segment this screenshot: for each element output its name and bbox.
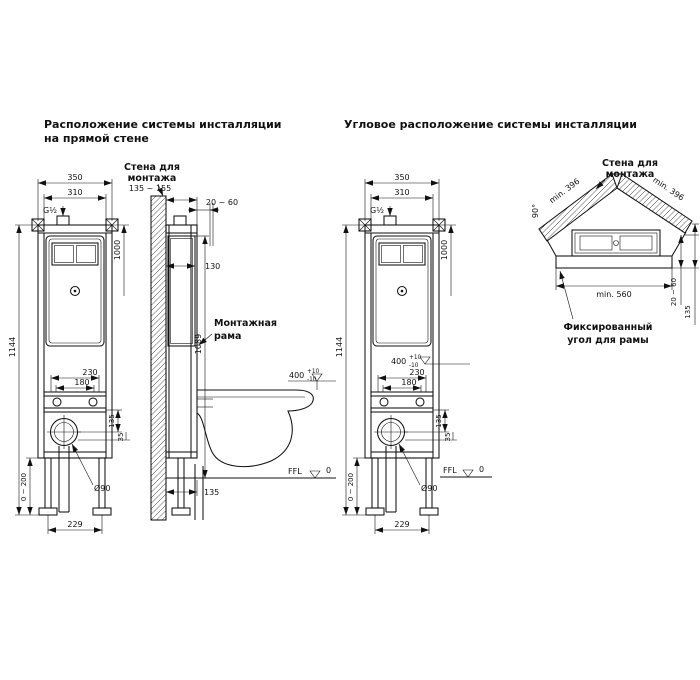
toilet-bowl <box>196 389 314 468</box>
frame-profile <box>165 215 198 516</box>
left-title-line1: Расположение системы инсталляции <box>44 118 282 131</box>
dim-min-560: min. 560 <box>596 290 631 299</box>
svg-text:FFL: FFL <box>443 466 457 475</box>
mounting-frame-label-line2: рама <box>214 331 241 342</box>
dim-130: 130 <box>205 262 220 271</box>
level-ffl-right: FFL 0 <box>440 465 492 478</box>
fixed-angle-label-line2: угол для рамы <box>567 335 649 346</box>
level-triangle-icon <box>311 373 323 382</box>
dim-135-155: 135 ~ 155 <box>129 184 171 193</box>
fixed-angle-label-line1: Фиксированный <box>564 322 653 333</box>
flush-outlet <box>69 285 81 297</box>
level-400: 400 +10 -10 <box>288 369 336 390</box>
mounting-frame-label-line1: Монтажная <box>214 318 277 329</box>
dim-310: 310 <box>67 188 82 197</box>
dim-229: 229 <box>67 520 82 529</box>
inlet-fitting <box>56 215 70 226</box>
left-title-line2: на прямой стене <box>44 132 149 145</box>
cistern-side <box>167 235 196 347</box>
label-drain-diameter: Ø90 <box>94 483 110 493</box>
level-triangle-icon <box>462 469 474 478</box>
svg-text:FFL: FFL <box>288 467 302 476</box>
dim-20-60: 20 ~ 60 <box>206 198 238 207</box>
mounting-frame <box>37 224 113 459</box>
svg-text:+10: +10 <box>409 355 422 361</box>
dim-135-corner: 135 <box>684 305 692 318</box>
corner-wall-label-line2: монтажа <box>606 169 655 180</box>
fixing-rails <box>43 391 107 413</box>
corner-cistern <box>571 229 661 257</box>
dim-35: 35 <box>117 433 125 442</box>
dim-135: 135 <box>108 414 116 427</box>
level-400-right: 400 +10 -10 <box>391 355 470 369</box>
cistern <box>45 235 105 347</box>
right-title: Угловое расположение системы инсталляции <box>344 118 637 131</box>
svg-text:0: 0 <box>479 465 484 474</box>
flush-window <box>51 242 99 266</box>
front-view-right <box>335 173 457 534</box>
dim-350: 350 <box>67 173 82 182</box>
level-triangle-icon <box>309 470 321 479</box>
svg-text:400: 400 <box>289 371 304 380</box>
dim-leg-range: 0 ~ 200 <box>20 473 28 501</box>
corner-frame-rail <box>555 255 673 269</box>
dim-20-60-corner: 20 ~ 60 <box>670 278 678 306</box>
dim-1000: 1000 <box>113 240 122 260</box>
svg-text:0: 0 <box>326 466 331 475</box>
dim-230: 230 <box>82 368 97 377</box>
front-view: 350 310 G½ <box>8 173 130 534</box>
dim-1089: 1089 <box>194 334 203 354</box>
svg-text:400: 400 <box>391 357 406 366</box>
dim-135-floor: 135 <box>204 488 219 497</box>
corner-wall-label-line1: Стена для <box>602 158 658 169</box>
drain-circle <box>47 415 81 513</box>
wall-section <box>150 195 167 521</box>
level-triangle-icon <box>419 356 431 365</box>
svg-text:-10: -10 <box>307 377 317 383</box>
dim-1144: 1144 <box>8 337 17 357</box>
level-ffl: FFL 0 <box>166 466 336 479</box>
corner-frame <box>546 229 687 269</box>
dim-180: 180 <box>74 378 89 387</box>
side-view: Стена для монтажа 135 ~ 155 20 ~ 60 130 <box>124 162 336 521</box>
wall-label-line1: Стена для <box>124 162 180 173</box>
wall-label-line2: монтажа <box>128 173 177 184</box>
label-inlet-g: G½ <box>43 206 57 215</box>
svg-text:+10: +10 <box>307 369 320 375</box>
svg-text:-10: -10 <box>409 363 419 369</box>
dim-angle-90: 90° <box>531 204 540 218</box>
corner-view: Стена для монтажа 90° min. 396 min. 396 … <box>531 158 699 346</box>
